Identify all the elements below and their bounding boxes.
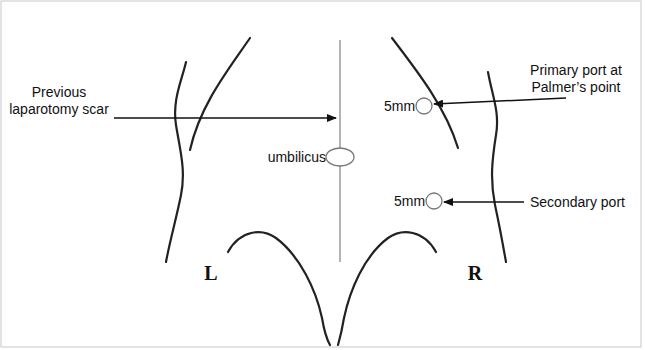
anatomy-label: umbilicus (250, 149, 326, 166)
left-costal-margin (190, 38, 250, 150)
side-label: L (199, 262, 223, 284)
right-costal-margin (392, 38, 458, 148)
leader-line (114, 117, 336, 119)
dimension-label: 5mm (394, 193, 428, 210)
leader-line (434, 98, 566, 104)
umbilicus-symbol (326, 148, 354, 166)
callout-label: Primary port at Palmer’s point (511, 62, 641, 96)
right-groin (338, 232, 436, 345)
dimension-label: 5mm (384, 98, 418, 115)
callout-label: Secondary port (530, 194, 640, 211)
primary-port (416, 98, 432, 114)
side-label: R (463, 262, 487, 284)
secondary-port (426, 193, 442, 209)
left-groin (228, 232, 330, 345)
left-flank (166, 62, 186, 262)
leader-line (444, 201, 524, 203)
callout-label: Previous laparotomy scar (6, 84, 112, 118)
